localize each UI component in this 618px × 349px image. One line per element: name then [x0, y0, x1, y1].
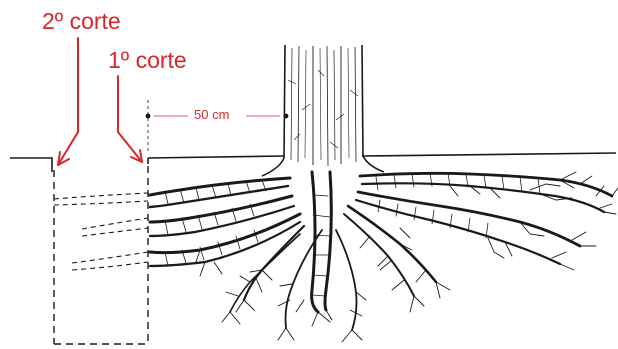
first-cut-label: 1º corte — [108, 49, 187, 72]
fine-rootlets — [196, 172, 618, 342]
tree-roots — [150, 172, 612, 330]
second-cut-arrow — [58, 38, 78, 165]
first-cut-arrow — [118, 76, 142, 162]
distance-label: 50 cm — [194, 108, 229, 121]
second-cut-label: 2º corte — [42, 10, 121, 33]
trench-outline — [54, 166, 150, 344]
cut-root-traces — [54, 193, 148, 270]
